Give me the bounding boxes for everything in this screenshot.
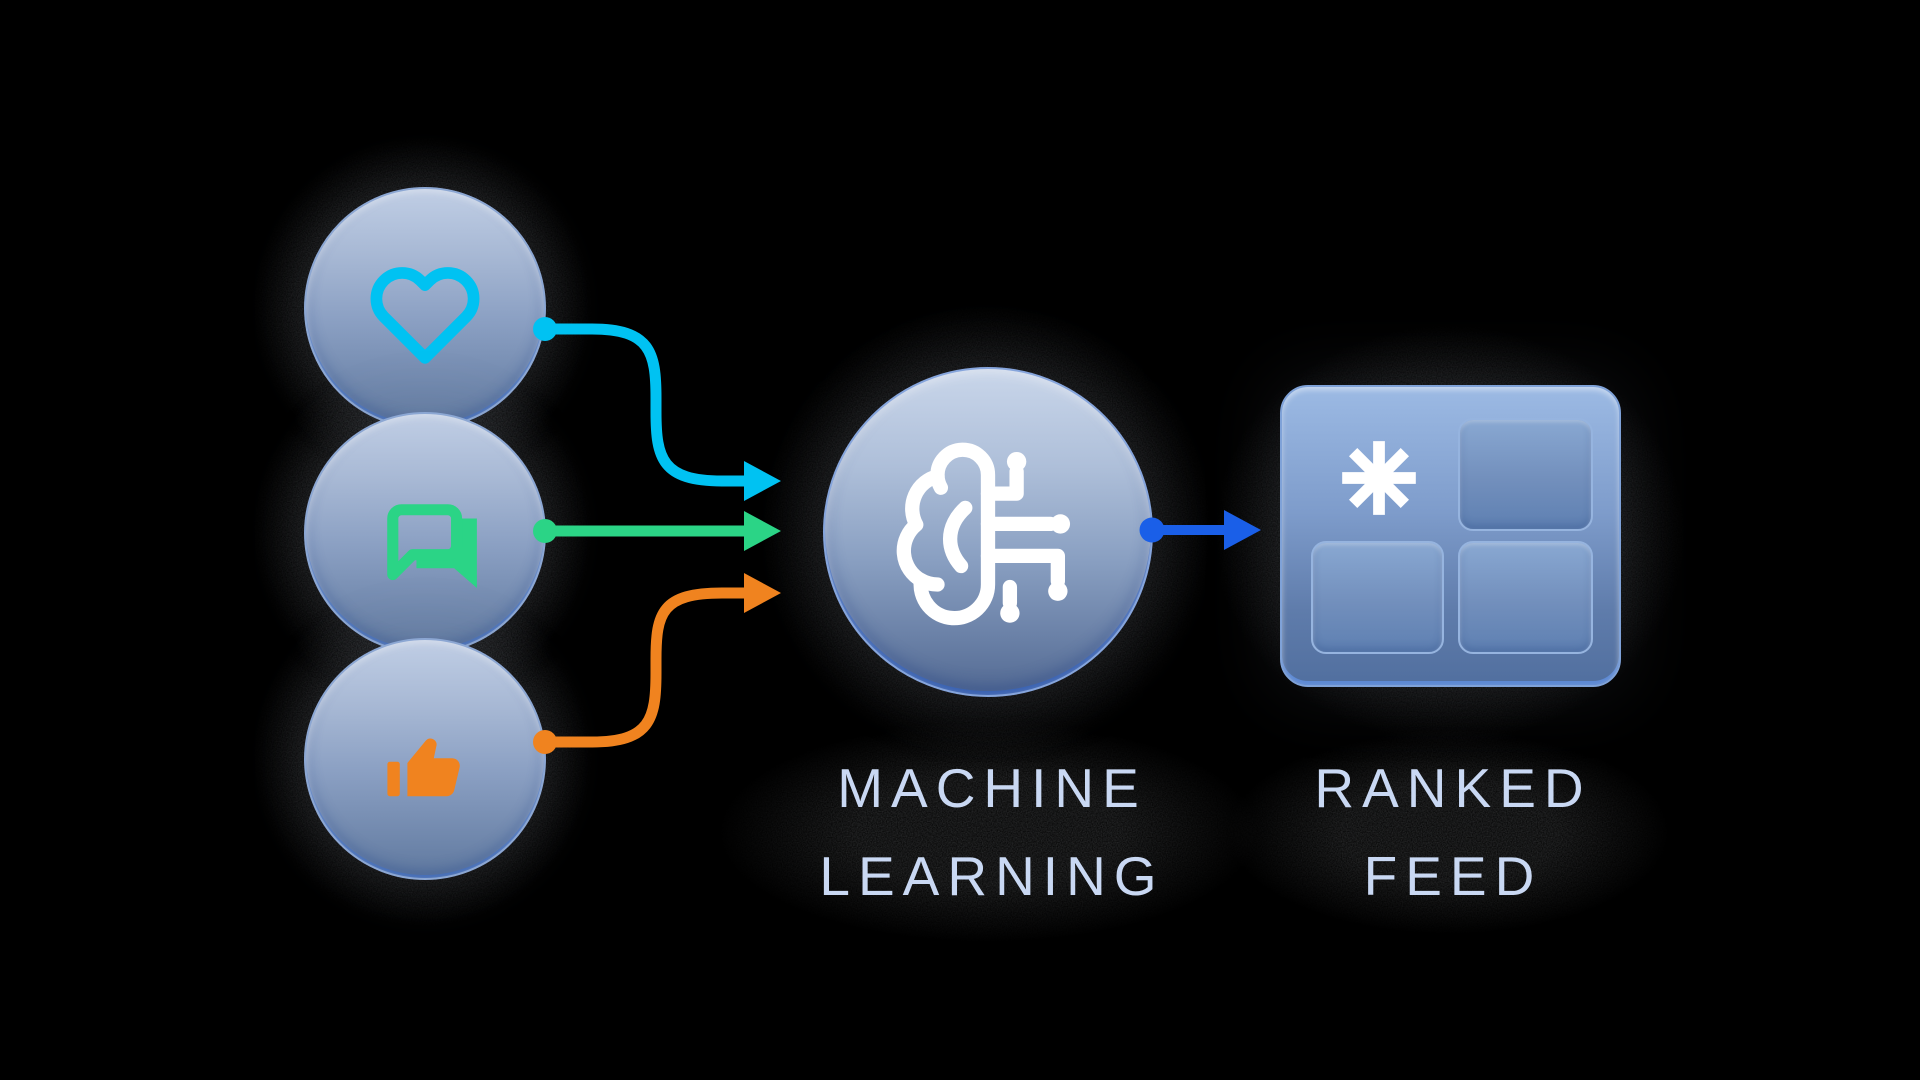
label-line: RANKED	[1314, 757, 1592, 819]
arrow-comments	[533, 511, 781, 551]
label-line: FEED	[1363, 845, 1543, 907]
arrow-likes	[533, 317, 781, 501]
arrow-ml-to-feed	[1139, 510, 1261, 550]
label-ranked-feed: RANKED FEED	[1149, 744, 1749, 920]
arrow-upvotes	[533, 573, 781, 754]
